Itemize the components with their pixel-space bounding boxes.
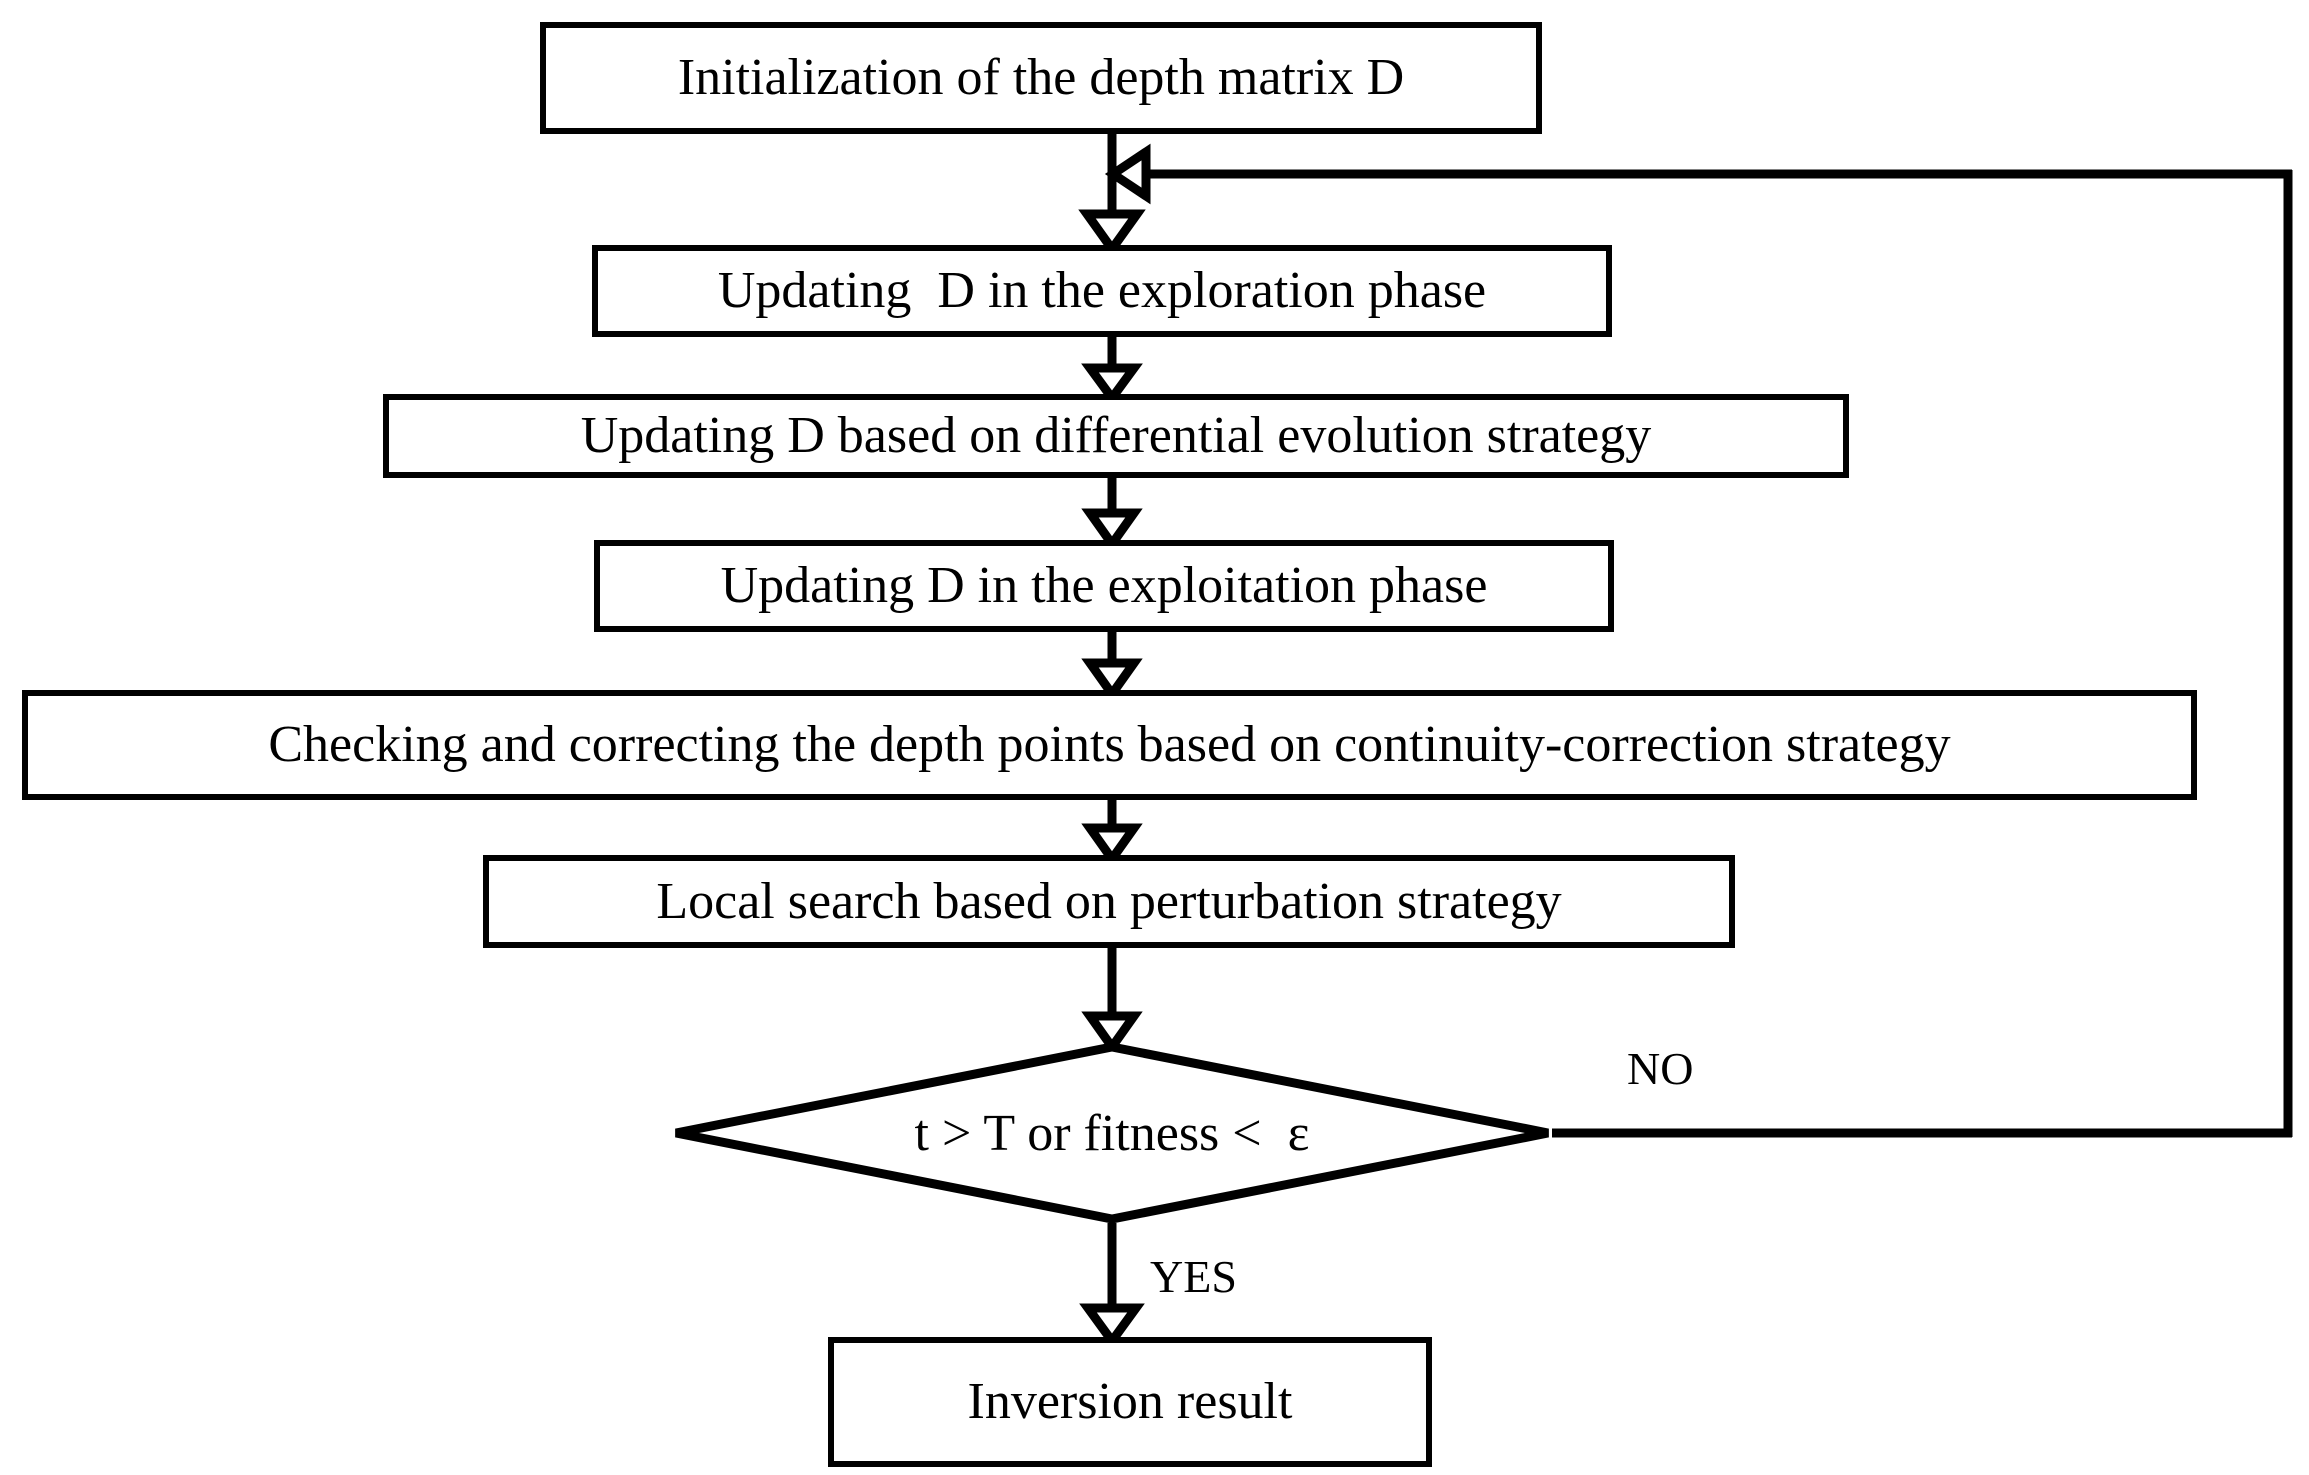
arrowhead-down-exploration <box>1078 209 1146 257</box>
arrowhead-down-local-search <box>1081 823 1143 867</box>
edge-label-no: NO <box>1627 1043 1694 1094</box>
diamond-shape <box>675 1043 1549 1223</box>
node-continuity-correction-label: Checking and correcting the depth points… <box>268 716 1951 774</box>
node-inversion-result[interactable]: Inversion result <box>828 1337 1432 1467</box>
arrowhead-left-feedback <box>1104 143 1151 205</box>
node-decision[interactable]: t > T or fitness < ε <box>672 1043 1552 1223</box>
arrowhead-down-differential <box>1081 363 1143 406</box>
node-exploitation-label: Updating D in the exploitation phase <box>720 557 1488 615</box>
node-initialization-label: Initialization of the depth matrix D <box>677 49 1405 107</box>
arrowhead-down-exploitation <box>1081 508 1143 552</box>
node-inversion-result-label: Inversion result <box>967 1373 1293 1431</box>
edge-label-yes: YES <box>1150 1251 1237 1302</box>
node-local-search-label: Local search based on perturbation strat… <box>656 872 1562 930</box>
node-exploration-label: Updating D in the exploration phase <box>717 262 1487 320</box>
arrowhead-down-result <box>1079 1303 1145 1349</box>
arrowhead-down-continuity <box>1081 658 1143 702</box>
arrowhead-down-decision <box>1081 1011 1143 1055</box>
node-differential-evolution[interactable]: Updating D based on differential evoluti… <box>383 394 1849 478</box>
node-initialization[interactable]: Initialization of the depth matrix D <box>540 22 1542 134</box>
node-differential-evolution-label: Updating D based on differential evoluti… <box>580 407 1652 465</box>
node-continuity-correction[interactable]: Checking and correcting the depth points… <box>22 690 2197 800</box>
node-exploration[interactable]: Updating D in the exploration phase <box>592 245 1612 337</box>
node-local-search[interactable]: Local search based on perturbation strat… <box>483 855 1735 948</box>
node-exploitation[interactable]: Updating D in the exploitation phase <box>594 540 1614 632</box>
